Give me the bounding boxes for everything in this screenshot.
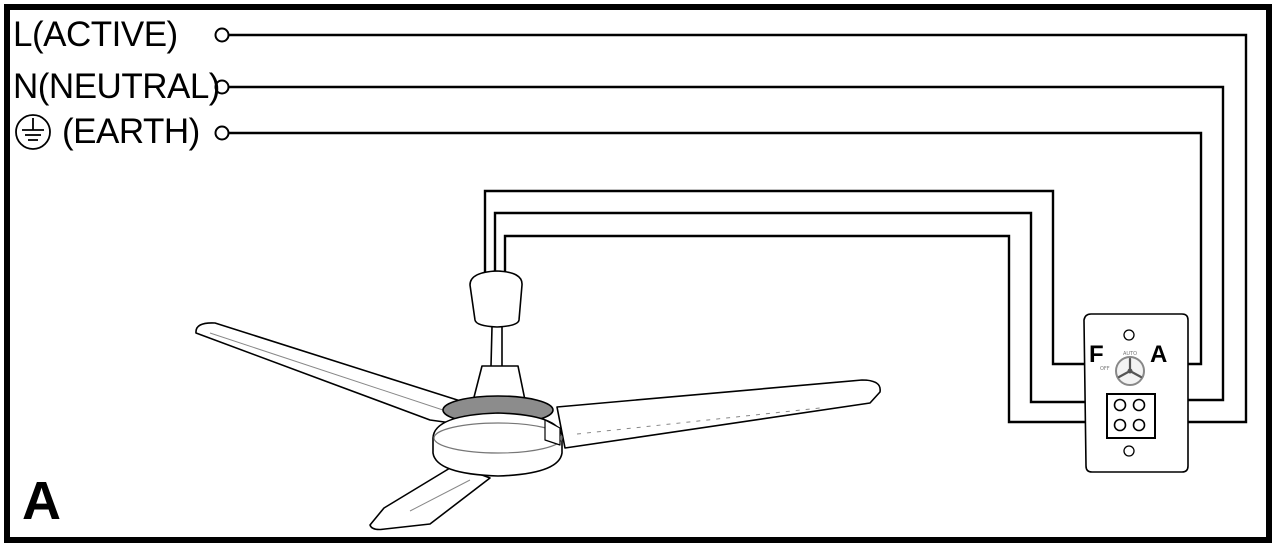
- fan-blade-bottom: [369, 464, 491, 531]
- fan-canopy: [469, 270, 523, 328]
- fan-blade-right: [556, 379, 881, 449]
- earth-terminal: [214, 125, 230, 141]
- fan-motor-housing: [432, 412, 563, 477]
- neutral-label: N(NEUTRAL): [13, 67, 220, 106]
- earth-label: (EARTH): [62, 112, 200, 151]
- earth-supply-wire: [229, 131, 1203, 366]
- figure-label: A: [22, 471, 61, 531]
- plate-screw-top: [1123, 329, 1135, 341]
- fan-downrod: [490, 326, 503, 367]
- active-supply-wire: [229, 33, 1248, 424]
- neutral-supply-wire: [229, 85, 1225, 402]
- dial-top-text: AUTO: [1123, 351, 1138, 357]
- active-terminal-letter: A: [1150, 341, 1168, 368]
- fan-terminal-letter: F: [1089, 341, 1104, 368]
- active-label: L(ACTIVE): [13, 15, 178, 54]
- fan-wire-middle: [493, 211, 1108, 404]
- neutral-terminal: [214, 79, 230, 95]
- terminal-block: [1106, 393, 1156, 439]
- plate-screw-bottom: [1123, 445, 1135, 457]
- fan-wire-outer: [483, 189, 1090, 366]
- earth-ground-icon: [15, 114, 51, 150]
- fan-controller: [1083, 313, 1189, 473]
- fan-wire-inner: [503, 234, 1108, 424]
- diagram-border: [4, 4, 1272, 543]
- ceiling-fan: [195, 270, 881, 531]
- dial-side-text: OFF: [1100, 366, 1110, 372]
- active-terminal: [214, 27, 230, 43]
